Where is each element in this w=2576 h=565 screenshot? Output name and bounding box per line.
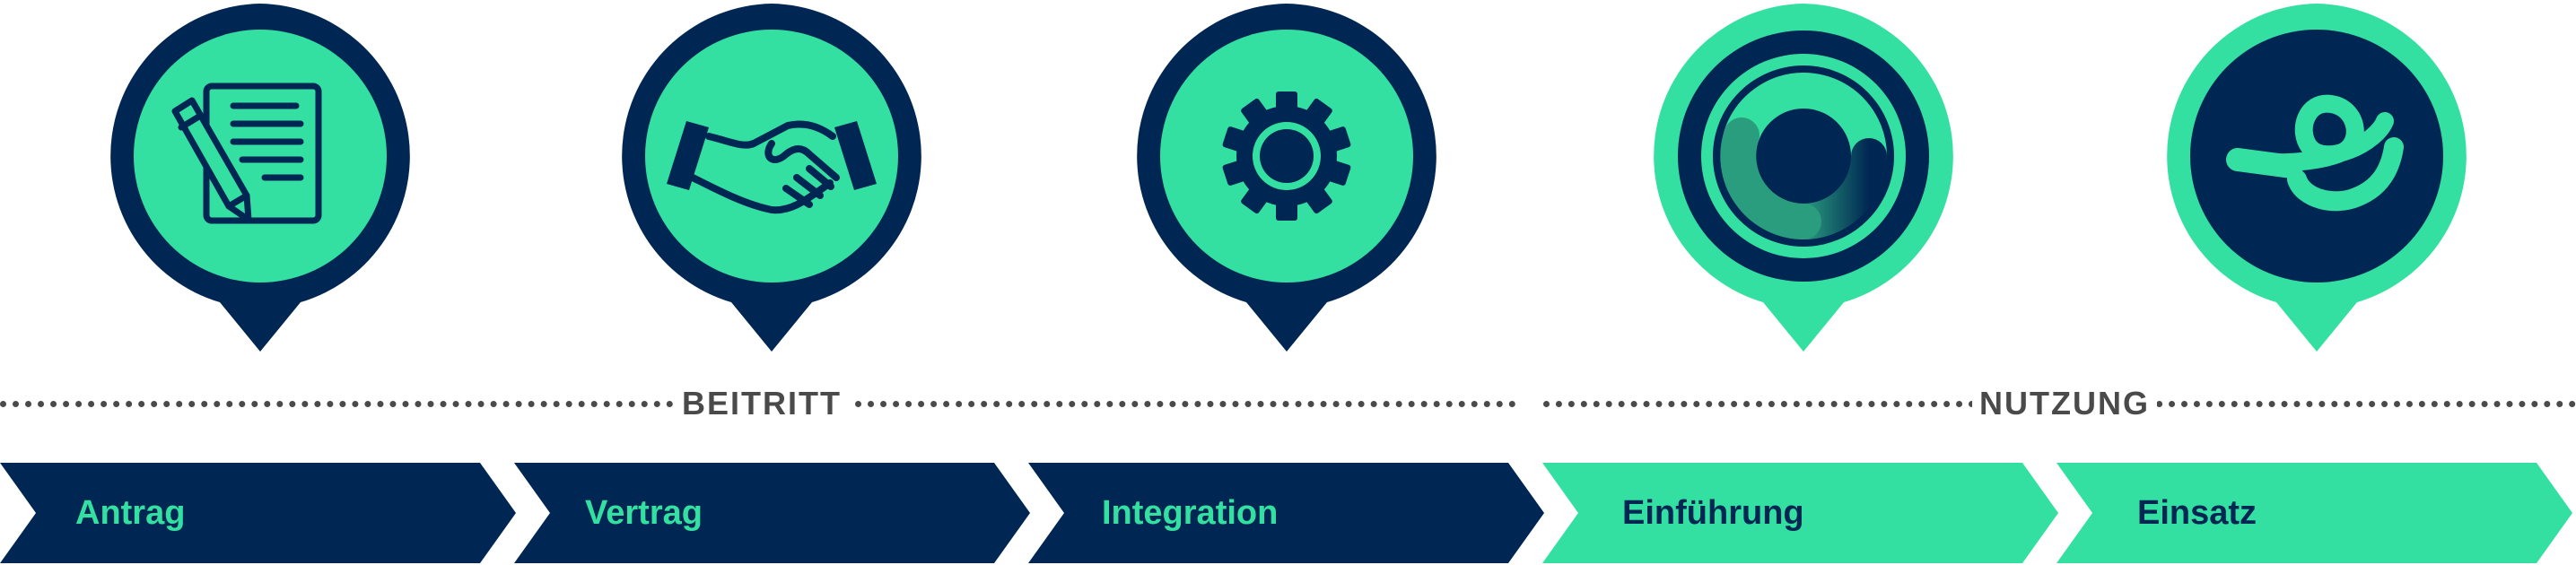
chevron-integration (1028, 463, 1544, 563)
phase-label-nutzung: NUTZUNG (1972, 378, 2157, 429)
step-pin-einsatz (2167, 4, 2467, 352)
step-label-antrag: Antrag (75, 494, 186, 532)
step-pin-antrag (110, 4, 410, 352)
contract-pencil-icon (171, 83, 322, 224)
step-pin-vertrag (622, 4, 921, 352)
chevron-vertrag (514, 463, 1030, 563)
step-label-einfuehrung: Einführung (1622, 494, 1804, 532)
step-label-integration: Integration (1102, 494, 1279, 532)
circular-arrows-icon (1720, 73, 1887, 239)
chevron-antrag (0, 463, 516, 563)
chevron-einfuehrung (1542, 463, 2058, 563)
step-pin-integration (1137, 4, 1436, 352)
gear-icon (1222, 91, 1351, 221)
step-label-vertrag: Vertrag (585, 494, 703, 532)
brand-logo-icon (2226, 94, 2404, 212)
phase-label-beitritt: BEITRITT (675, 378, 849, 429)
chevron-einsatz (2056, 463, 2572, 563)
handshake-icon (667, 120, 877, 214)
step-label-einsatz: Einsatz (2137, 494, 2257, 532)
step-pin-einfuehrung (1654, 4, 1953, 352)
